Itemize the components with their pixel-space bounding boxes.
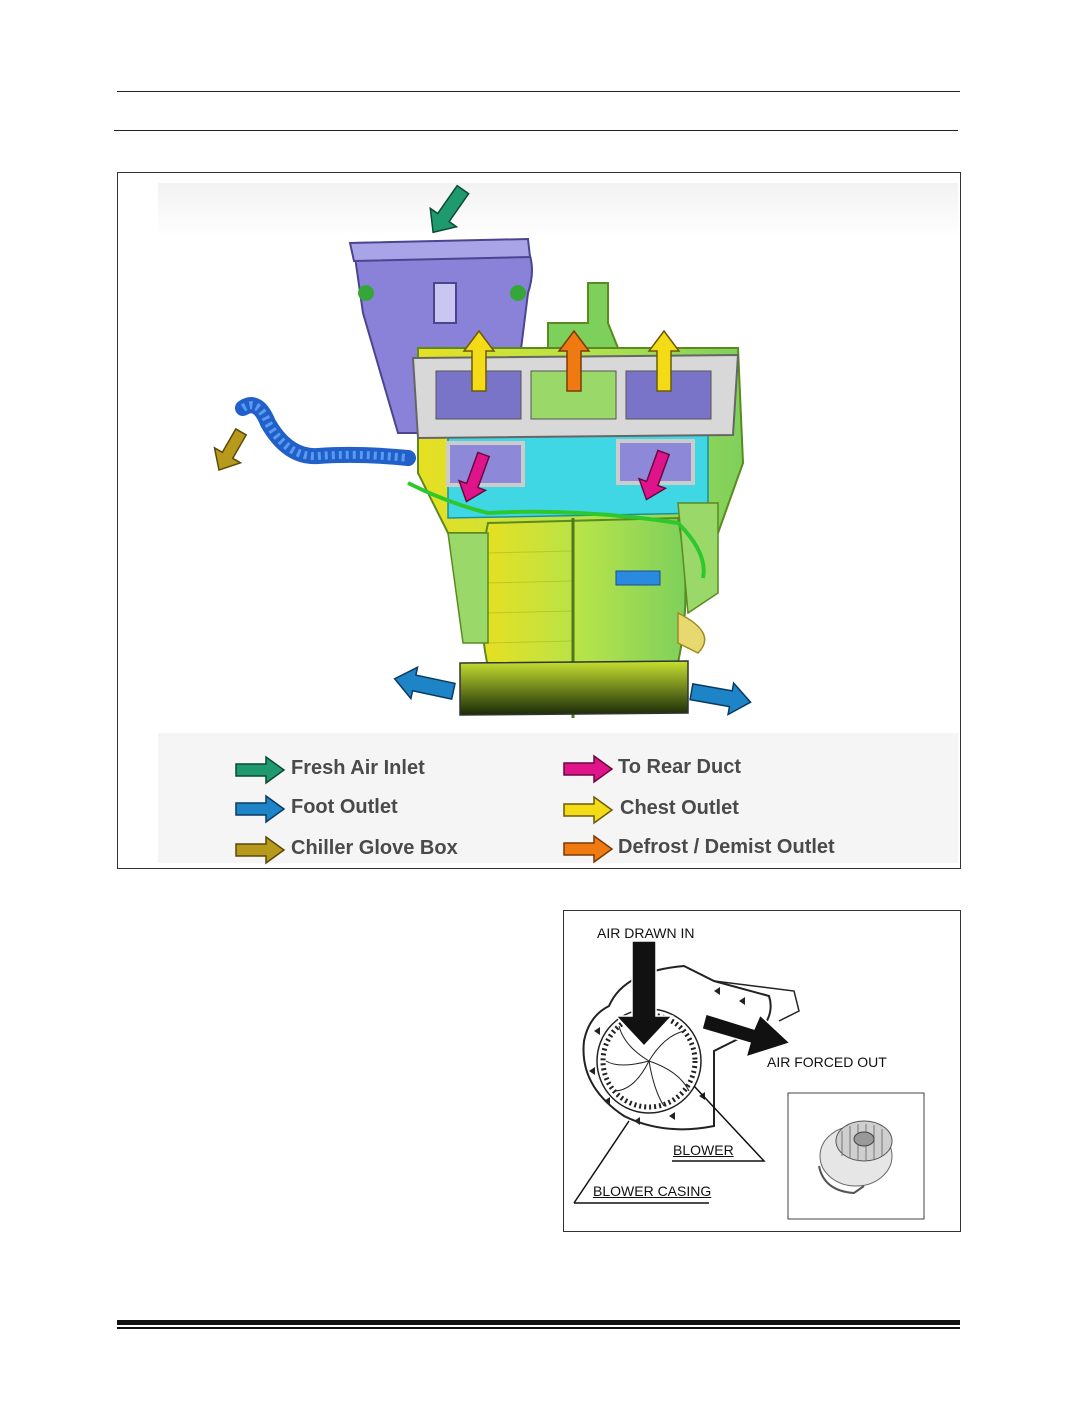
chest-outlet-arrow-left xyxy=(462,329,496,392)
legend-chest-outlet: Chest Outlet xyxy=(620,797,739,819)
legend-arrow-fresh-air-inlet-icon xyxy=(235,755,286,785)
foot-outlet-arrow-right xyxy=(689,681,752,716)
legend-foot-outlet: Foot Outlet xyxy=(291,796,398,818)
blower-scroll xyxy=(479,516,687,670)
legend-fresh-air-inlet: Fresh Air Inlet xyxy=(291,757,425,779)
defrost-outlet-arrow xyxy=(557,329,591,392)
wiring-harness xyxy=(407,481,706,579)
foot-outlet-arrow-left xyxy=(393,665,456,701)
chiller-hose xyxy=(235,397,416,466)
hvac-airflow-figure: Fresh Air Inlet Foot Outlet Chiller Glov… xyxy=(117,172,961,869)
chest-outlet-arrow-right xyxy=(647,329,681,392)
air-forced-out-label: AIR FORCED OUT xyxy=(767,1054,887,1070)
blower-label: BLOWER xyxy=(673,1142,734,1158)
legend-to-rear-duct: To Rear Duct xyxy=(618,756,741,778)
rear-duct-arrow-left xyxy=(457,451,491,503)
footer-rule-thin xyxy=(117,1327,960,1329)
legend-arrow-chiller-glove-box-icon xyxy=(235,835,286,865)
header-rule-top xyxy=(117,91,960,92)
header-rule-bottom xyxy=(114,130,958,131)
footer-rule-thick xyxy=(117,1320,960,1325)
chiller-glove-box-arrow xyxy=(213,427,248,472)
rear-duct-arrow-right xyxy=(637,449,671,501)
blower-diagram-figure: AIR DRAWN IN AIR FORCED OUT BLOWER BLOWE… xyxy=(563,910,961,1232)
legend-chiller-glove-box: Chiller Glove Box xyxy=(291,837,458,859)
legend-arrow-foot-outlet-icon xyxy=(235,794,286,824)
blower-diagram-illustration xyxy=(573,940,925,1220)
legend-arrow-defrost-demist-outlet-icon xyxy=(563,834,614,864)
legend-arrow-to-rear-duct-icon xyxy=(563,754,614,784)
legend-defrost-demist-outlet: Defrost / Demist Outlet xyxy=(618,836,835,858)
air-drawn-in-arrow xyxy=(614,940,674,1048)
fresh-air-inlet-arrow xyxy=(429,184,470,234)
blower-casing-label: BLOWER CASING xyxy=(593,1183,712,1199)
air-drawn-in-label: AIR DRAWN IN xyxy=(597,925,695,941)
air-forced-out-arrow xyxy=(701,1013,792,1059)
blower-base xyxy=(459,660,689,716)
legend-arrow-chest-outlet-icon xyxy=(563,795,614,825)
blower-motor-icon xyxy=(818,1120,893,1195)
blower-casing-outline xyxy=(582,964,772,1131)
hvac-unit-illustration xyxy=(158,183,958,863)
